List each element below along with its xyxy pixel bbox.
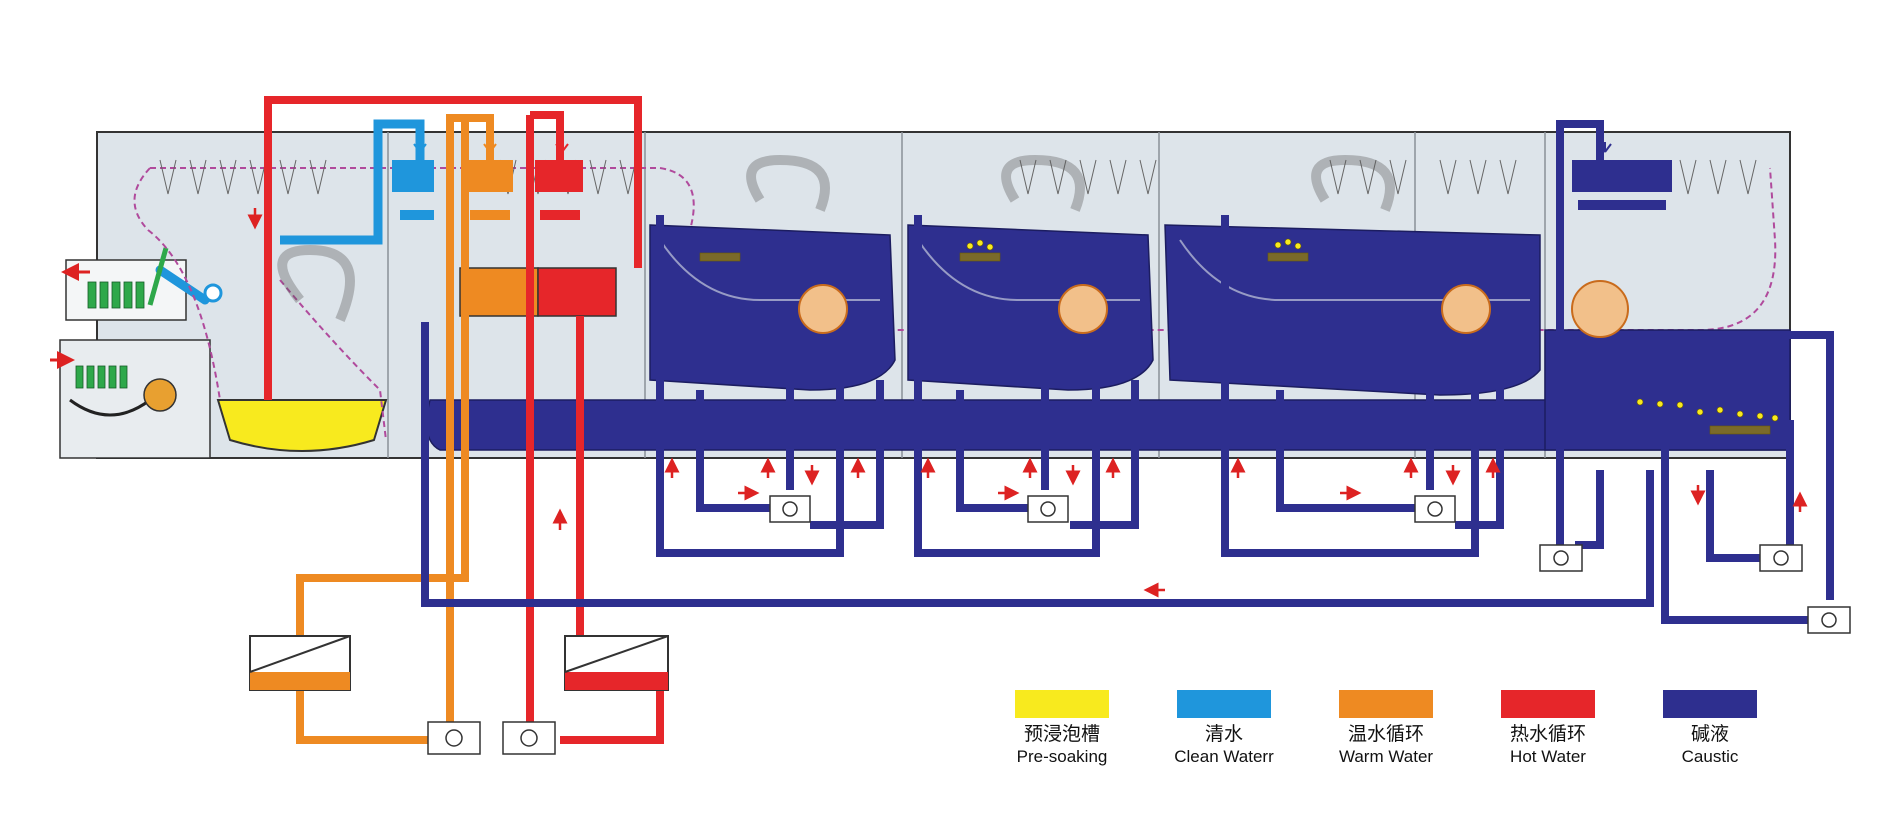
caustic-pipe-loops bbox=[656, 120, 1834, 624]
caustic-channels bbox=[659, 239, 1530, 301]
caustic-pipe-main bbox=[421, 322, 1654, 607]
hot-water-pipe bbox=[264, 96, 664, 744]
legend-label-zh: 热水循环 bbox=[1510, 723, 1586, 745]
legend-item-pre-soaking: 预浸泡槽 Pre-soaking bbox=[1015, 690, 1109, 766]
legend-label-en: Clean Waterr bbox=[1174, 747, 1274, 766]
legend-swatch bbox=[1339, 690, 1433, 718]
loading-station bbox=[50, 247, 223, 459]
pump-4 bbox=[1539, 544, 1583, 572]
pre-soaking-tank bbox=[216, 399, 388, 452]
settling-tank-left bbox=[249, 635, 351, 691]
chain-loops bbox=[277, 154, 1395, 322]
legend-label-zh: 温水循环 bbox=[1348, 723, 1424, 745]
legend-item-hot-water: 热水循环 Hot Water bbox=[1501, 690, 1595, 766]
pump-6 bbox=[1807, 606, 1851, 634]
spray-hot-water bbox=[535, 142, 583, 220]
settling-tank-right bbox=[564, 635, 669, 691]
hot-water-tank bbox=[537, 267, 617, 317]
caustic-tanks bbox=[425, 224, 1791, 451]
legend-item-clean-water: 清水 Clean Waterr bbox=[1174, 690, 1274, 766]
heat-exchanger-2 bbox=[1058, 284, 1108, 334]
legend-item-warm-water: 温水循环 Warm Water bbox=[1339, 690, 1433, 766]
legend-item-caustic: 碱液 Caustic bbox=[1663, 690, 1757, 766]
pump-1 bbox=[769, 495, 811, 523]
pump-3 bbox=[1414, 495, 1456, 523]
heat-exchanger-1 bbox=[798, 284, 848, 334]
legend-label-zh: 碱液 bbox=[1691, 723, 1729, 745]
flow-arrows bbox=[247, 208, 1808, 598]
pump-5 bbox=[1759, 544, 1803, 572]
legend-swatch bbox=[1177, 690, 1271, 718]
legend-swatch bbox=[1663, 690, 1757, 718]
legend-label-en: Hot Water bbox=[1510, 747, 1586, 766]
pump-2 bbox=[1027, 495, 1069, 523]
pump-hot bbox=[502, 721, 556, 755]
legend-swatch bbox=[1501, 690, 1595, 718]
warm-water-tank bbox=[459, 267, 539, 317]
legend-label-en: Caustic bbox=[1682, 747, 1739, 766]
heat-exchangers bbox=[798, 280, 1629, 338]
filter-screens bbox=[699, 238, 1779, 435]
chain-teeth bbox=[159, 159, 1757, 195]
heat-exchanger-4 bbox=[1571, 280, 1629, 338]
legend-label-zh: 预浸泡槽 bbox=[1024, 723, 1100, 745]
spray-caustic bbox=[1572, 142, 1672, 210]
legend-label-en: Pre-soaking bbox=[1017, 747, 1108, 766]
legend: 预浸泡槽 Pre-soaking 清水 Clean Waterr 温水循环 Warm Wa… bbox=[1015, 690, 1757, 766]
spray-warm-water bbox=[465, 142, 513, 220]
pump-warm bbox=[427, 721, 481, 755]
heat-exchanger-3 bbox=[1441, 284, 1491, 334]
warm-water-pipe bbox=[296, 114, 494, 744]
pumps bbox=[427, 495, 1851, 755]
clean-water-pipe bbox=[280, 119, 425, 245]
legend-label-zh: 清水 bbox=[1205, 723, 1243, 745]
legend-swatch bbox=[1015, 690, 1109, 718]
legend-label-en: Warm Water bbox=[1339, 747, 1433, 766]
